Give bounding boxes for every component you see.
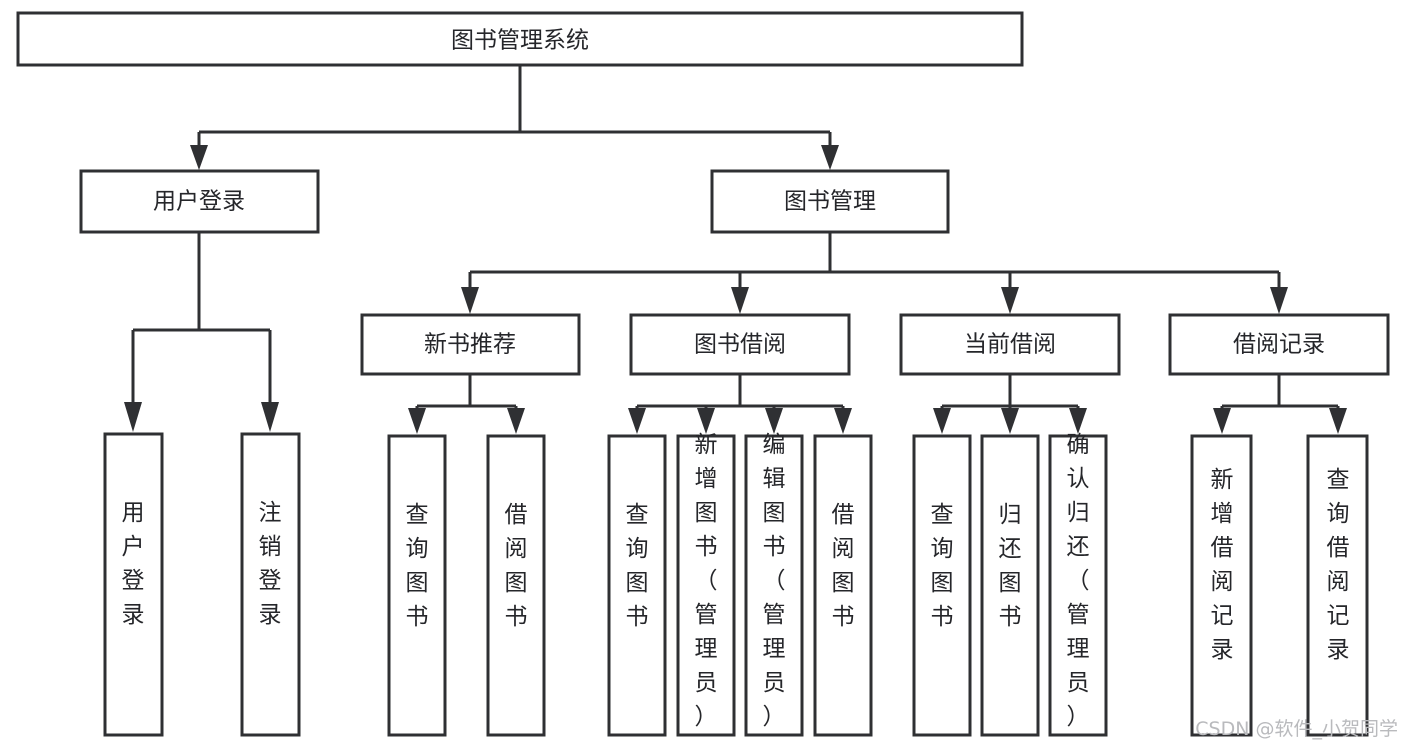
node-leaf-borrow-book-1-box[interactable] [486, 434, 546, 737]
arrowhead-leaf-confirm-return [1069, 408, 1087, 434]
node-leaf-user-login-label: 用户登录 [122, 500, 145, 628]
node-leaf-add-book[interactable]: 新增图书（管理员） [676, 432, 736, 737]
node-leaf-query-record-box[interactable] [1306, 434, 1369, 737]
node-leaf-query-book-2-label: 查询图书 [626, 502, 649, 630]
arrowhead-book-management [821, 145, 839, 170]
node-book-borrow-box[interactable] [629, 313, 851, 376]
node-leaf-query-record[interactable]: 查询借阅记录 [1306, 434, 1369, 737]
node-current-borrow[interactable]: 当前借阅 [899, 313, 1121, 376]
arrowhead-leaf-user-login [124, 402, 142, 432]
arrowhead-leaf-return-book [1001, 408, 1019, 434]
node-leaf-return-book-box[interactable] [980, 434, 1040, 737]
arrowhead-borrow-record [1270, 287, 1288, 314]
arrowhead-leaf-query-book-2 [628, 408, 646, 434]
arrowhead-current-borrow [1001, 287, 1019, 314]
arrowhead-leaf-add-book [697, 408, 715, 434]
csdn-watermark: CSDN @软件_小贺同学 [1195, 718, 1398, 740]
node-root[interactable]: 图书管理系统 [16, 11, 1024, 67]
node-leaf-return-book-label: 归还图书 [999, 502, 1022, 630]
node-leaf-user-logout[interactable]: 注销登录 [240, 432, 301, 737]
node-leaf-query-book-3[interactable]: 查询图书 [912, 434, 972, 737]
connector-layer [124, 65, 1347, 434]
node-leaf-borrow-book-1[interactable]: 借阅图书 [486, 434, 546, 737]
arrowhead-leaf-query-record [1329, 408, 1347, 434]
node-leaf-add-record-label: 新增借阅记录 [1211, 467, 1234, 663]
node-leaf-query-record-label: 查询借阅记录 [1327, 467, 1350, 663]
node-leaf-borrow-book-2[interactable]: 借阅图书 [813, 434, 873, 737]
node-leaf-return-book[interactable]: 归还图书 [980, 434, 1040, 737]
node-user-login-box[interactable] [79, 169, 320, 234]
arrowhead-leaf-user-logout [261, 402, 279, 432]
node-leaf-user-logout-label: 注销登录 [259, 500, 282, 628]
node-borrow-record[interactable]: 借阅记录 [1168, 313, 1390, 376]
node-borrow-record-box[interactable] [1168, 313, 1390, 376]
node-new-book-recommend[interactable]: 新书推荐 [360, 313, 581, 376]
node-leaf-query-book-1-label: 查询图书 [406, 502, 429, 630]
node-current-borrow-box[interactable] [899, 313, 1121, 376]
node-leaf-borrow-book-2-box[interactable] [813, 434, 873, 737]
node-leaf-add-book-box[interactable] [676, 434, 736, 737]
node-leaf-add-record[interactable]: 新增借阅记录 [1190, 434, 1253, 737]
node-leaf-query-book-1-box[interactable] [387, 434, 447, 737]
node-leaf-borrow-book-1-label: 借阅图书 [505, 502, 528, 630]
node-leaf-edit-book[interactable]: 编辑图书（管理员） [744, 432, 804, 737]
arrowhead-leaf-query-book-3 [933, 408, 951, 434]
node-leaf-query-book-3-label: 查询图书 [931, 502, 954, 630]
node-leaf-confirm-return[interactable]: 确认归还（管理员） [1048, 432, 1108, 737]
node-leaf-query-book-2[interactable]: 查询图书 [607, 434, 667, 737]
node-new-book-recommend-box[interactable] [360, 313, 581, 376]
node-book-borrow[interactable]: 图书借阅 [629, 313, 851, 376]
node-root-label: 图书管理系统 [451, 28, 589, 54]
node-leaf-borrow-book-2-label: 借阅图书 [832, 502, 855, 630]
node-leaf-user-login[interactable]: 用户登录 [103, 432, 164, 737]
node-user-login-label: 用户登录 [153, 189, 245, 215]
node-new-book-recommend-label: 新书推荐 [424, 332, 516, 358]
node-book-management-box[interactable] [710, 169, 950, 234]
arrowhead-book-borrow [731, 287, 749, 314]
node-leaf-user-logout-box[interactable] [240, 432, 301, 737]
node-leaf-add-book-label: 新增图书（管理员） [695, 432, 718, 730]
arrowhead-user-login [190, 145, 208, 170]
node-leaf-add-record-box[interactable] [1190, 434, 1253, 737]
arrowhead-leaf-add-record [1213, 408, 1231, 434]
node-leaf-confirm-return-box[interactable] [1048, 434, 1108, 737]
arrowhead-leaf-borrow-book-1 [507, 408, 525, 434]
node-book-borrow-label: 图书借阅 [694, 332, 786, 358]
node-leaf-query-book-2-box[interactable] [607, 434, 667, 737]
arrowhead-leaf-borrow-book-2 [834, 408, 852, 434]
node-current-borrow-label: 当前借阅 [964, 332, 1056, 358]
arrowhead-leaf-edit-book [765, 408, 783, 434]
node-leaf-confirm-return-label: 确认归还（管理员） [1067, 432, 1090, 730]
arrowhead-leaf-query-book-1 [408, 408, 426, 434]
node-book-management-label: 图书管理 [784, 189, 876, 215]
node-leaf-user-login-box[interactable] [103, 432, 164, 737]
node-book-management[interactable]: 图书管理 [710, 169, 950, 234]
node-user-login[interactable]: 用户登录 [79, 169, 320, 234]
node-leaf-edit-book-box[interactable] [744, 434, 804, 737]
node-root-box[interactable] [16, 11, 1024, 67]
node-leaf-query-book-1[interactable]: 查询图书 [387, 434, 447, 737]
node-leaf-query-book-3-box[interactable] [912, 434, 972, 737]
node-leaf-edit-book-label: 编辑图书（管理员） [763, 432, 786, 730]
arrowhead-new-book-recommend [461, 287, 479, 314]
node-borrow-record-label: 借阅记录 [1233, 332, 1325, 358]
